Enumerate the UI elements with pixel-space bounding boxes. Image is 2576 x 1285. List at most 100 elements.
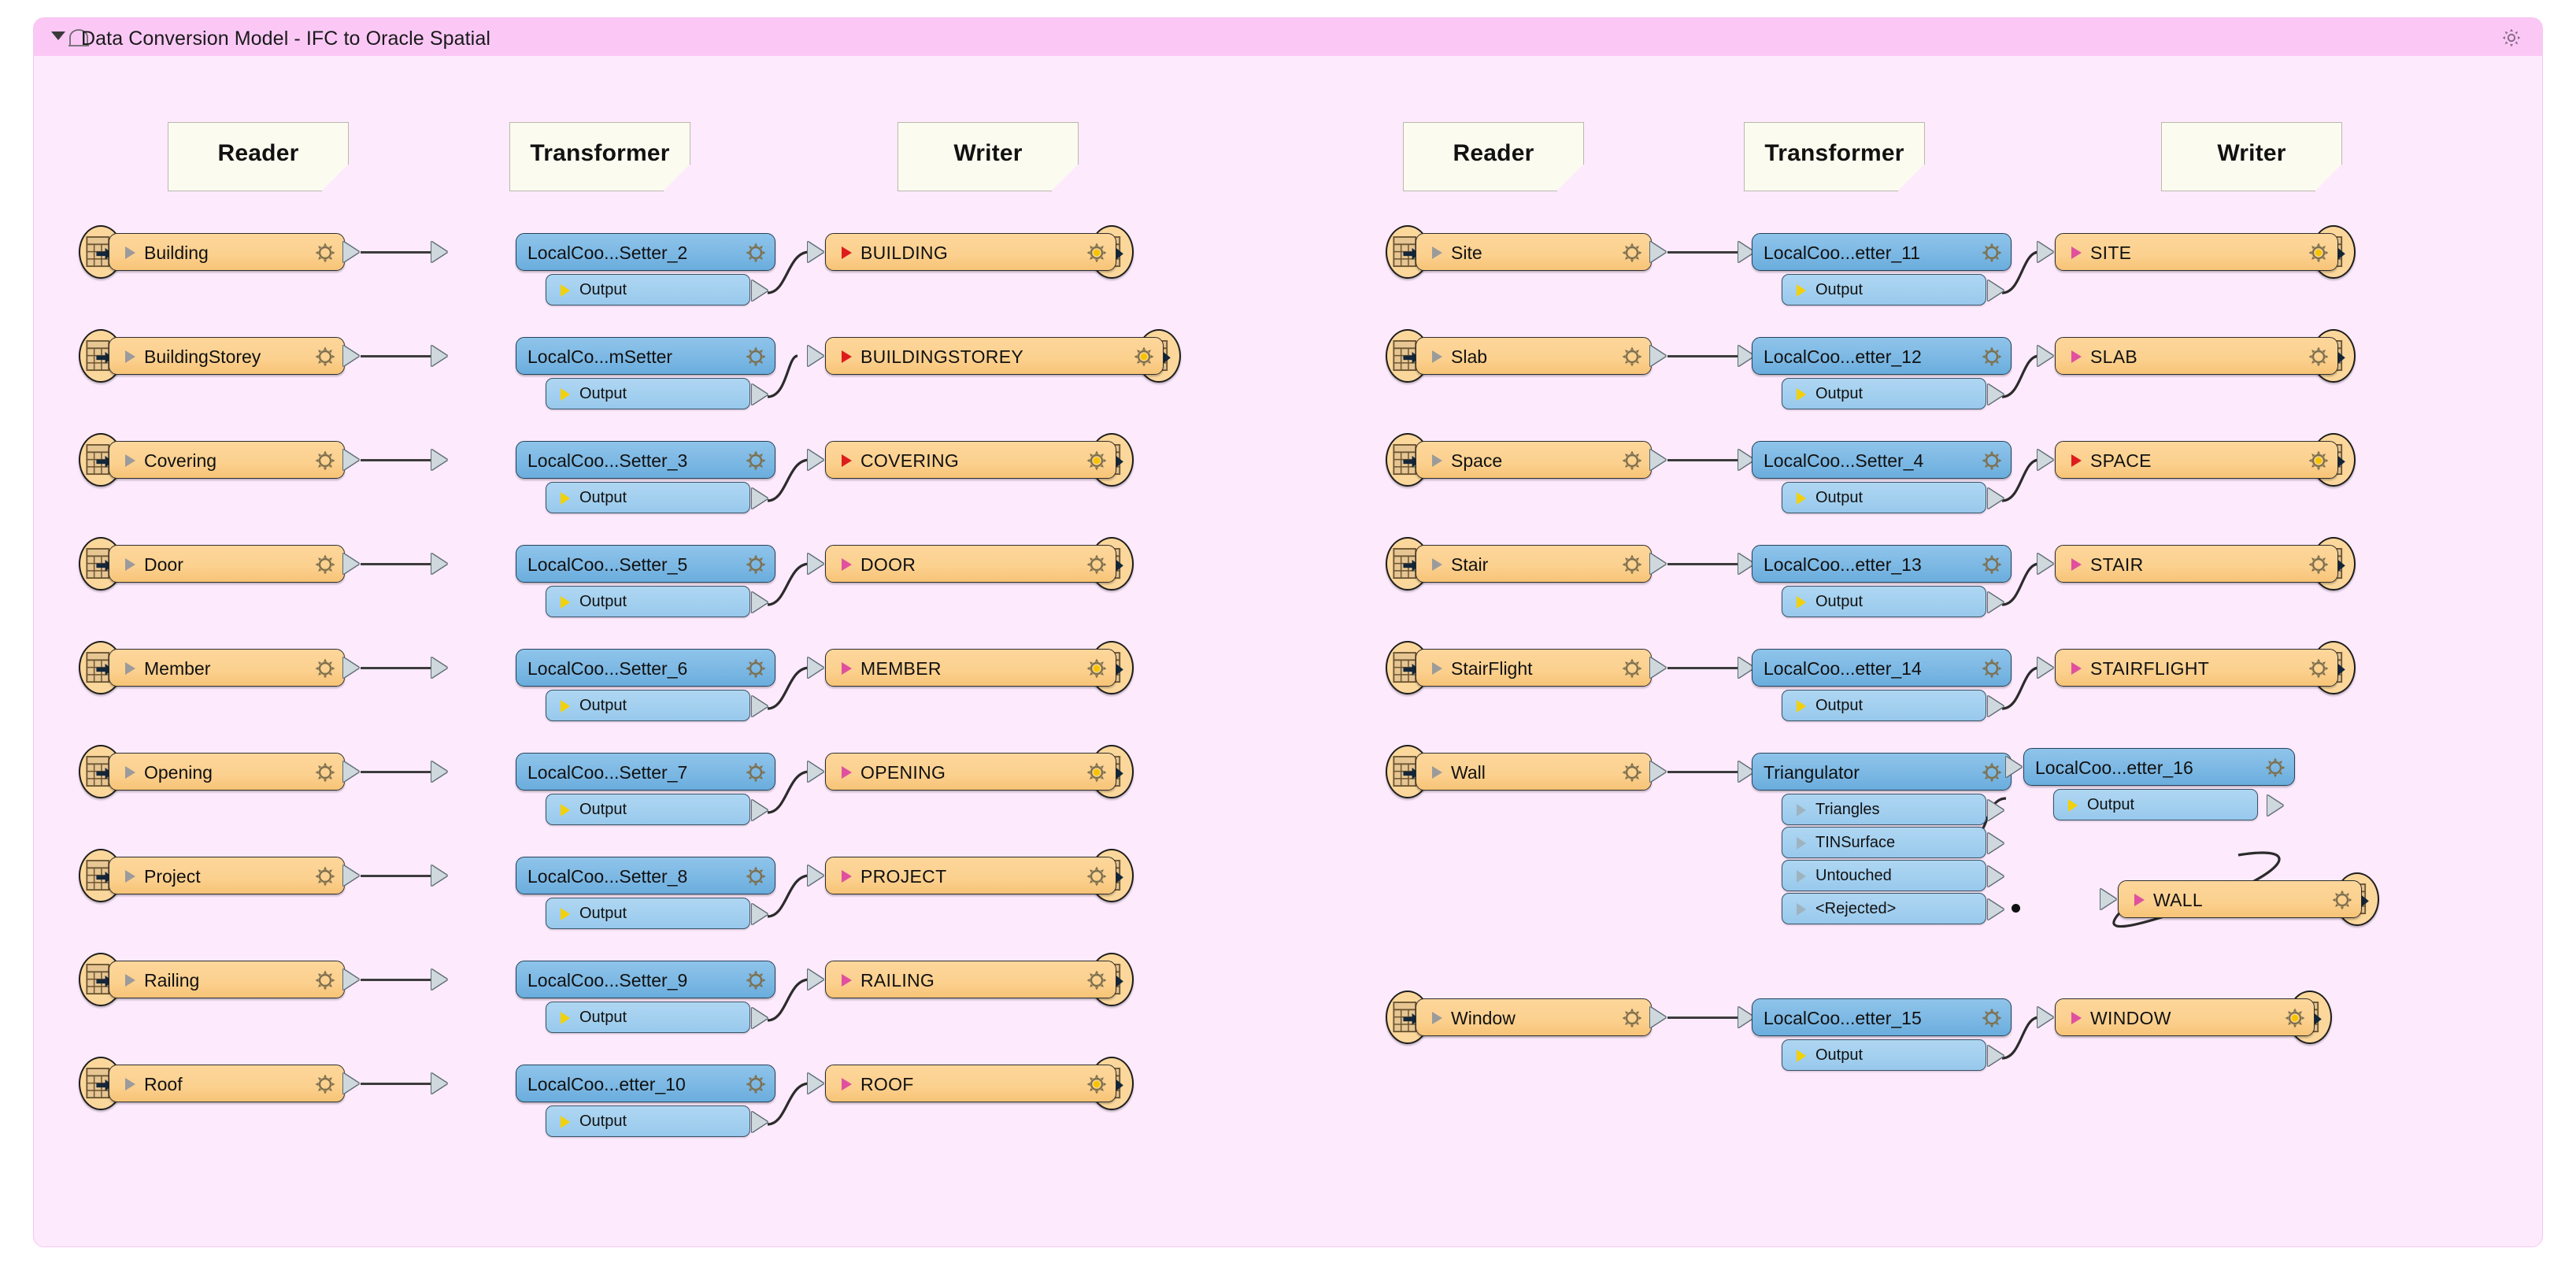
expand-triangle-icon[interactable] — [1432, 662, 1442, 675]
writer-node[interactable]: PROJECT — [825, 857, 1116, 894]
gear-icon[interactable] — [2308, 554, 2330, 576]
gear-icon[interactable] — [2308, 346, 2330, 368]
output-port[interactable]: Untouched — [1782, 860, 1986, 891]
gear-icon[interactable] — [1621, 554, 1643, 576]
transformer-node[interactable]: LocalCoo...Setter_4 — [1752, 441, 2012, 479]
writer-node[interactable]: STAIRFLIGHT — [2055, 649, 2338, 687]
reader-node[interactable]: Member — [109, 649, 345, 687]
gear-icon[interactable] — [314, 761, 336, 783]
gear-icon[interactable] — [1086, 242, 1108, 264]
gear-icon[interactable] — [2308, 657, 2330, 680]
reader-node[interactable]: StairFlight — [1416, 649, 1652, 687]
reader-node[interactable]: Door — [109, 545, 345, 583]
writer-node[interactable]: COVERING — [825, 441, 1116, 479]
transformer-node[interactable]: LocalCoo...Setter_2 — [516, 233, 775, 271]
transformer-node[interactable]: LocalCoo...etter_16 — [2023, 748, 2295, 786]
gear-icon[interactable] — [1981, 657, 2003, 680]
writer-node[interactable]: DOOR — [825, 545, 1116, 583]
gear-icon[interactable] — [1981, 242, 2003, 264]
gear-icon[interactable] — [2331, 889, 2353, 911]
gear-icon[interactable] — [1981, 761, 2003, 783]
reader-node[interactable]: Window — [1416, 998, 1652, 1036]
reader-node[interactable]: Building — [109, 233, 345, 271]
output-port[interactable]: Output — [546, 586, 750, 617]
transformer-node[interactable]: LocalCoo...Setter_8 — [516, 857, 775, 894]
writer-node[interactable]: WINDOW — [2055, 998, 2315, 1036]
expand-triangle-icon[interactable] — [1432, 350, 1442, 363]
reader-node[interactable]: Slab — [1416, 337, 1652, 375]
expand-triangle-icon[interactable] — [125, 766, 135, 779]
gear-icon[interactable] — [1981, 1007, 2003, 1029]
gear-icon[interactable] — [745, 450, 767, 472]
transformer-node[interactable]: LocalCoo...etter_14 — [1752, 649, 2012, 687]
gear-icon[interactable] — [314, 450, 336, 472]
transformer-node[interactable]: LocalCoo...Setter_7 — [516, 753, 775, 791]
transformer-node[interactable]: LocalCoo...Setter_3 — [516, 441, 775, 479]
gear-icon[interactable] — [1086, 865, 1108, 887]
transformer-node[interactable]: LocalCoo...etter_15 — [1752, 998, 2012, 1036]
output-port[interactable]: Output — [546, 1105, 750, 1137]
gear-icon[interactable] — [2308, 450, 2330, 472]
gear-icon[interactable] — [745, 865, 767, 887]
writer-node[interactable]: WALL — [2118, 880, 2362, 918]
gear-icon[interactable] — [1133, 346, 1155, 368]
gear-icon[interactable] — [745, 1073, 767, 1095]
expand-triangle-icon[interactable] — [125, 350, 135, 363]
expand-triangle-icon[interactable] — [1432, 1012, 1442, 1024]
gear-icon[interactable] — [314, 969, 336, 991]
gear-icon[interactable] — [1086, 1073, 1108, 1095]
output-port[interactable]: <Rejected> — [1782, 893, 1986, 924]
output-port[interactable]: Output — [546, 898, 750, 929]
writer-node[interactable]: OPENING — [825, 753, 1116, 791]
reader-node[interactable]: Roof — [109, 1065, 345, 1102]
reader-node[interactable]: Covering — [109, 441, 345, 479]
output-port[interactable]: TINSurface — [1782, 827, 1986, 858]
reader-node[interactable]: Railing — [109, 961, 345, 998]
gear-icon[interactable] — [314, 554, 336, 576]
gear-icon[interactable] — [1621, 242, 1643, 264]
expand-triangle-icon[interactable] — [125, 1078, 135, 1091]
expand-triangle-icon[interactable] — [1432, 246, 1442, 259]
writer-node[interactable]: BUILDINGSTOREY — [825, 337, 1164, 375]
expand-triangle-icon[interactable] — [1432, 454, 1442, 467]
transformer-node[interactable]: LocalCoo...etter_10 — [516, 1065, 775, 1102]
writer-node[interactable]: SITE — [2055, 233, 2338, 271]
gear-icon[interactable] — [1086, 657, 1108, 680]
transformer-node[interactable]: LocalCo...mSetter — [516, 337, 775, 375]
reader-node[interactable]: Stair — [1416, 545, 1652, 583]
output-port[interactable]: Output — [1782, 482, 1986, 513]
output-port[interactable]: Output — [546, 794, 750, 825]
reader-node[interactable]: Site — [1416, 233, 1652, 271]
transformer-node[interactable]: LocalCoo...Setter_5 — [516, 545, 775, 583]
gear-icon[interactable] — [745, 969, 767, 991]
writer-node[interactable]: MEMBER — [825, 649, 1116, 687]
transformer-node[interactable]: LocalCoo...Setter_6 — [516, 649, 775, 687]
expand-triangle-icon[interactable] — [125, 454, 135, 467]
gear-icon[interactable] — [314, 657, 336, 680]
writer-node[interactable]: STAIR — [2055, 545, 2338, 583]
expand-triangle-icon[interactable] — [125, 246, 135, 259]
gear-icon[interactable] — [1621, 450, 1643, 472]
reader-node[interactable]: Wall — [1416, 753, 1652, 791]
output-port[interactable]: Output — [1782, 378, 1986, 409]
transformer-node[interactable]: LocalCoo...etter_11 — [1752, 233, 2012, 271]
output-port[interactable]: Output — [546, 1002, 750, 1033]
output-port[interactable]: Output — [1782, 690, 1986, 721]
gear-icon[interactable] — [1981, 346, 2003, 368]
gear-icon[interactable] — [745, 657, 767, 680]
gear-icon[interactable] — [745, 242, 767, 264]
output-port[interactable]: Output — [546, 482, 750, 513]
gear-icon[interactable] — [1621, 346, 1643, 368]
bookmark-header[interactable]: Data Conversion Model - IFC to Oracle Sp… — [34, 18, 2542, 56]
reader-node[interactable]: Opening — [109, 753, 345, 791]
expand-triangle-icon[interactable] — [125, 870, 135, 883]
gear-icon[interactable] — [314, 865, 336, 887]
output-port[interactable]: Output — [546, 378, 750, 409]
gear-icon[interactable] — [2264, 757, 2286, 779]
gear-icon[interactable] — [314, 346, 336, 368]
gear-icon[interactable] — [745, 554, 767, 576]
output-port[interactable]: Output — [1782, 274, 1986, 306]
gear-icon[interactable] — [1621, 761, 1643, 783]
transformer-node[interactable]: LocalCoo...etter_13 — [1752, 545, 2012, 583]
transformer-node[interactable]: Triangulator — [1752, 753, 2012, 791]
